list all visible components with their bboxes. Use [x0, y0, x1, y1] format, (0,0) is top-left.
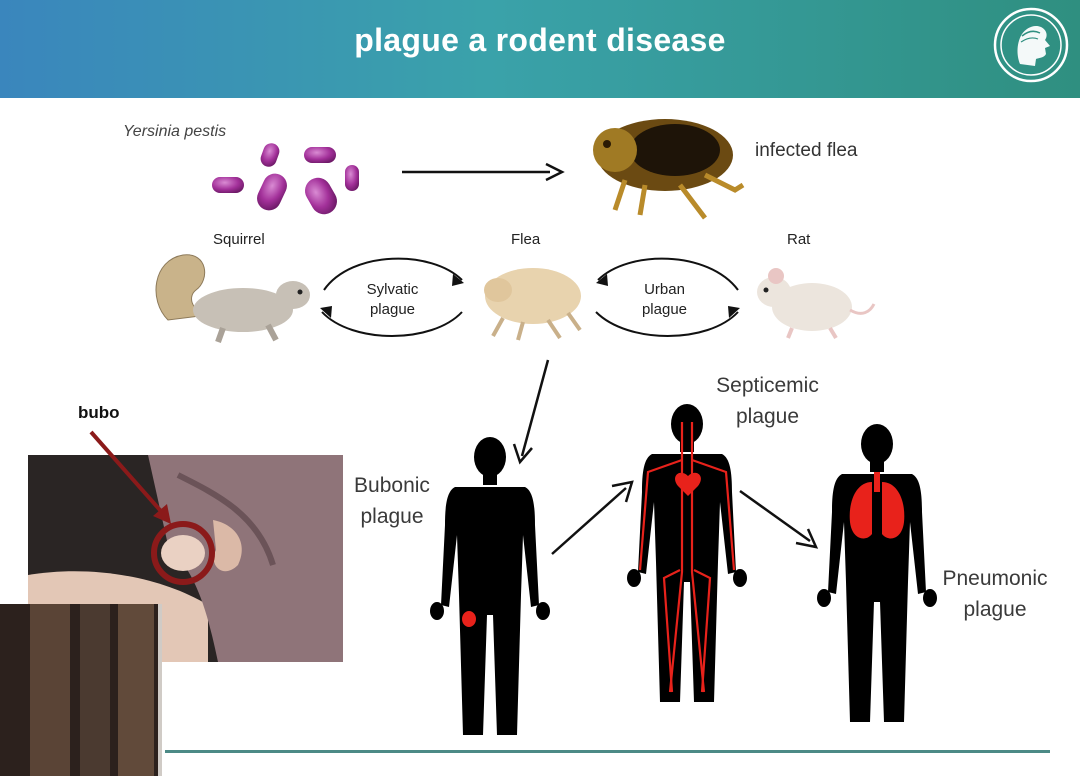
squirrel-label: Squirrel — [213, 231, 265, 248]
bubonic-body-silhouette — [425, 435, 555, 747]
septicemic-to-pneumonic-arrow — [736, 487, 821, 552]
infected-flea-photo — [585, 110, 745, 225]
urban-plague-label: Urban plague — [622, 280, 707, 320]
rat-illustration — [752, 262, 877, 342]
speaker-video-inset — [0, 604, 162, 776]
flea-illustration — [478, 258, 583, 343]
infected-flea-label: infected flea — [755, 140, 857, 162]
pneumonic-plague-label: Pneumonic plague — [925, 563, 1065, 625]
flea-label: Flea — [511, 231, 540, 248]
septicemic-body-silhouette — [622, 402, 752, 714]
institute-seal-logo — [992, 6, 1070, 84]
bacteria-to-flea-arrow — [400, 160, 565, 184]
footer-divider — [165, 750, 1050, 753]
sylvatic-plague-label: Sylvatic plague — [350, 280, 435, 320]
slide-header: plague a rodent disease — [0, 0, 1080, 98]
rat-label: Rat — [787, 231, 810, 248]
bubo-label: bubo — [78, 403, 120, 423]
pneumonic-body-silhouette — [812, 422, 942, 734]
slide-title: plague a rodent disease — [0, 22, 1080, 59]
bubo-pointer-arrow — [85, 428, 185, 533]
squirrel-illustration — [148, 250, 318, 345]
yersinia-bacteria-image — [200, 135, 370, 220]
